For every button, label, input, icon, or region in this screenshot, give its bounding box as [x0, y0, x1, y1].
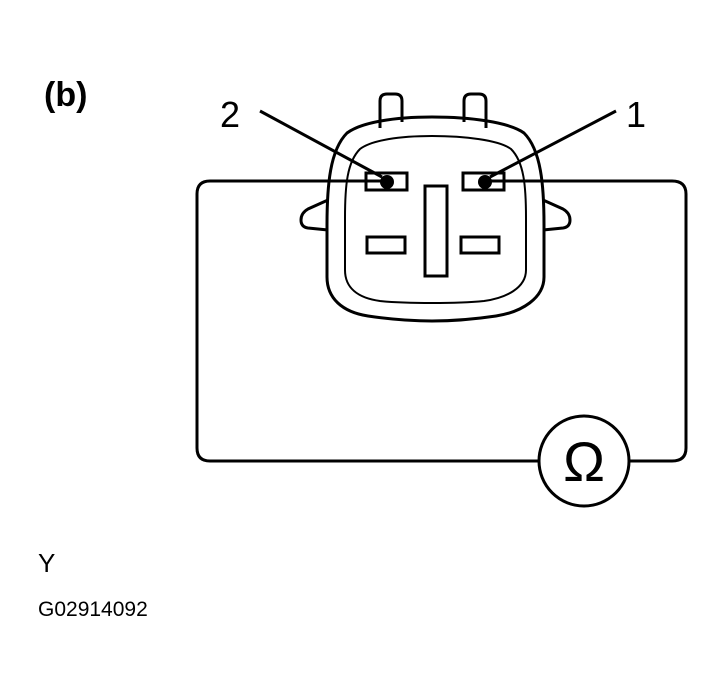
leader-line-pin-1	[489, 109, 617, 179]
ohmmeter-icon: Ω	[537, 414, 631, 508]
test-circuit-wire	[195, 179, 688, 463]
probe-contact-pin-2	[380, 175, 394, 189]
connector-body	[299, 92, 572, 323]
terminal-1	[461, 171, 506, 192]
leader-line-pin-2	[259, 109, 383, 179]
drawing-number: G02914092	[38, 598, 148, 621]
terminal-2	[364, 171, 409, 192]
pin-label-2: 2	[220, 94, 240, 135]
code-letter: Y	[38, 548, 56, 578]
figure-label: (b)	[44, 76, 87, 114]
ohm-symbol: Ω	[563, 430, 605, 493]
pin-label-1: 1	[626, 94, 646, 135]
probe-contact-pin-1	[478, 175, 492, 189]
